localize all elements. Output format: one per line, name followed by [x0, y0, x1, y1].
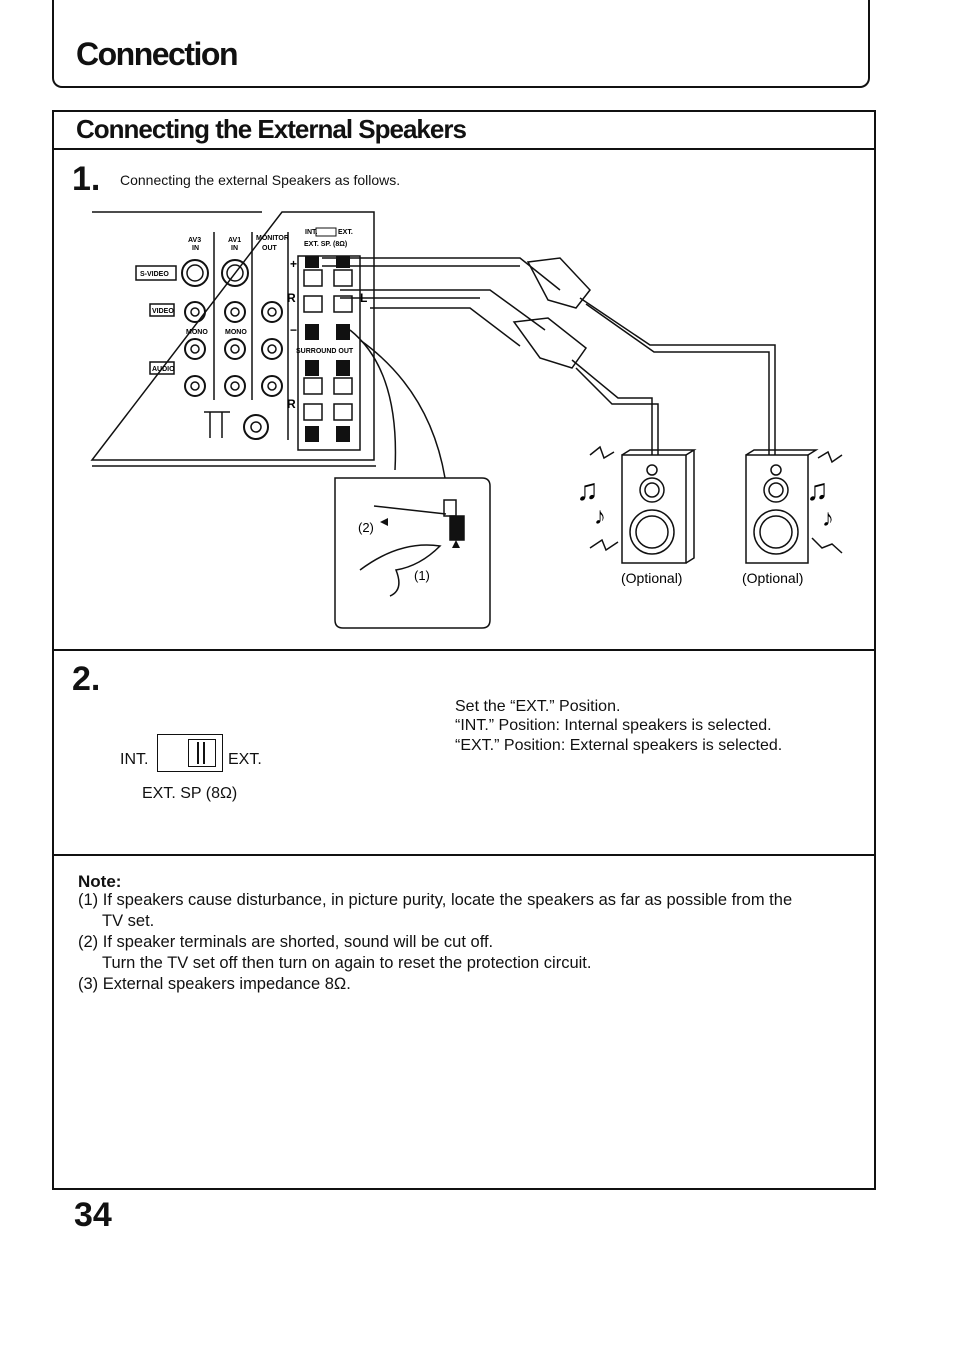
int-ext-switch	[157, 734, 223, 772]
svg-text:OUT: OUT	[262, 245, 278, 252]
svg-text:EXT.: EXT.	[338, 229, 353, 236]
music-note-icon: ♪	[822, 505, 834, 532]
svg-text:AV1: AV1	[228, 237, 241, 244]
svg-text:MONITOR: MONITOR	[256, 235, 289, 242]
step-1-number: 1.	[72, 160, 101, 198]
note-line-3: (3) External speakers impedance 8Ω.	[78, 975, 351, 993]
inset-step-1-label: (1)	[414, 568, 430, 583]
cable-connector-icon	[526, 257, 591, 309]
connection-diagram: ♫ ♪ ♫ ♪ AV3 IN AV1 IN MONITOR OUT INT. E…	[90, 211, 843, 629]
music-note-icon: ♫	[806, 474, 829, 507]
svg-text:MONO: MONO	[186, 329, 208, 336]
header-frame	[52, 0, 870, 88]
switch-knob-icon	[188, 739, 216, 767]
note-line-2: (2) If speaker terminals are shorted, so…	[78, 933, 494, 951]
step-2-divider	[54, 854, 874, 856]
av3-label: AV3	[188, 237, 201, 244]
svg-text:R: R	[287, 291, 296, 305]
svideo-jack-icon	[221, 259, 249, 287]
step-2-line-1: Set the “EXT.” Position.	[455, 698, 621, 715]
speaker-icon	[745, 454, 809, 564]
step-1-text: Connecting the external Speakers as foll…	[120, 172, 401, 188]
speaker-2-caption: (Optional)	[742, 570, 803, 586]
switch-caption: EXT. SP (8Ω)	[142, 785, 238, 802]
switch-ext-label: EXT.	[228, 751, 262, 768]
hand-icon	[359, 544, 442, 597]
inset-frame	[334, 477, 491, 629]
speaker-1-caption: (Optional)	[621, 570, 682, 586]
svg-text:VIDEO: VIDEO	[152, 308, 174, 315]
step-2-line-3: “EXT.” Position: External speakers is se…	[455, 737, 783, 754]
step-2-line-2: “INT.” Position: Internal speakers is se…	[455, 717, 772, 734]
switch-int-label: INT.	[120, 751, 149, 768]
svg-text:S-VIDEO: S-VIDEO	[140, 271, 169, 278]
svg-text:L: L	[360, 291, 367, 305]
svg-text:EXT. SP. (8Ω): EXT. SP. (8Ω)	[304, 241, 347, 248]
section-title: Connecting the External Speakers	[76, 114, 467, 144]
note-line-1b: TV set.	[102, 912, 155, 930]
speaker-icon	[621, 454, 687, 564]
music-note-icon: ♪	[594, 503, 606, 530]
main-frame	[52, 110, 876, 1190]
svg-text:+: +	[290, 257, 297, 271]
step-2-number: 2.	[72, 660, 101, 698]
svg-text:SURROUND OUT: SURROUND OUT	[296, 348, 354, 355]
step-1-divider	[54, 649, 874, 651]
inset-step-2-label: (2)	[358, 520, 374, 535]
music-note-icon: ♫	[576, 474, 599, 507]
svg-text:IN: IN	[192, 245, 199, 252]
tv-back-panel	[90, 211, 375, 461]
note-line-1: (1) If speakers cause disturbance, in pi…	[78, 891, 793, 909]
header-title: Connection	[76, 36, 238, 72]
svg-text:MONO: MONO	[225, 329, 247, 336]
svideo-jack-icon	[181, 259, 209, 287]
svg-text:AUDIO: AUDIO	[152, 366, 175, 373]
note-title: Note:	[78, 872, 122, 891]
page-number: 34	[74, 1196, 112, 1234]
note-line-2b: Turn the TV set off then turn on again t…	[102, 954, 592, 972]
svg-text:INT.: INT.	[305, 229, 318, 236]
svg-text:−: −	[290, 323, 297, 337]
svg-text:R: R	[287, 397, 296, 411]
title-divider	[54, 148, 874, 150]
svg-text:IN: IN	[231, 245, 238, 252]
cable-connector-icon	[512, 317, 588, 369]
